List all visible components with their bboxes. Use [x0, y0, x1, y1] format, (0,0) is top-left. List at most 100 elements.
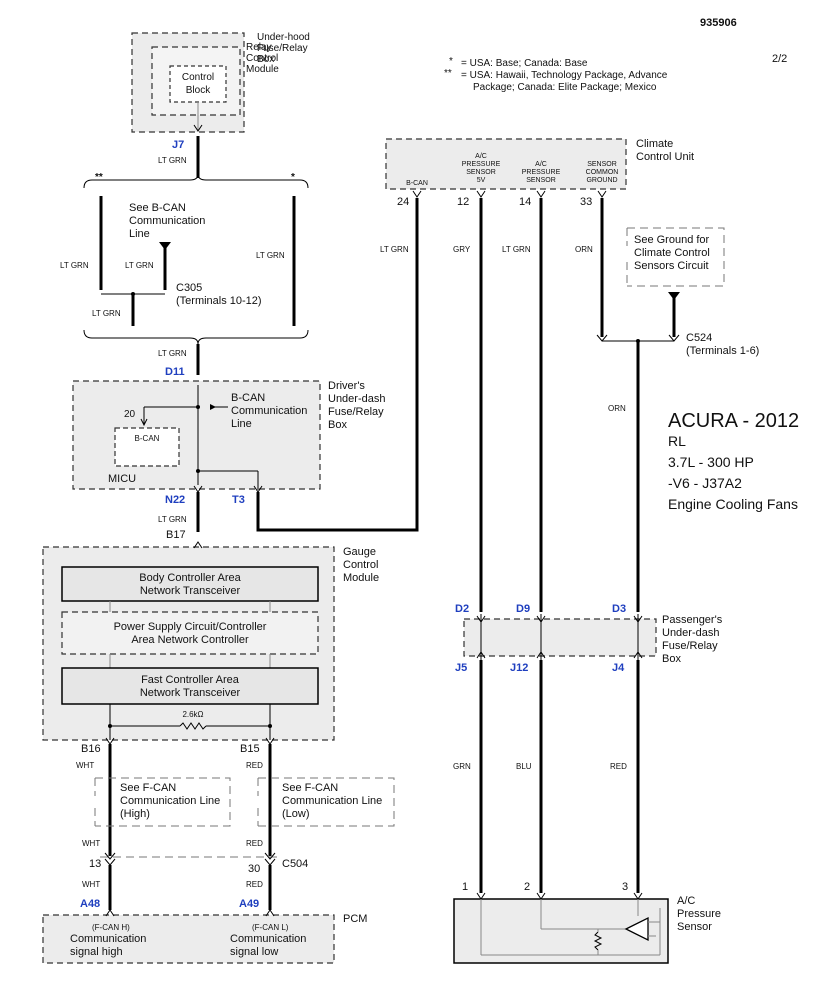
svg-text:(F-CAN H): (F-CAN H) [92, 923, 130, 932]
connector-b15: B15 [240, 743, 260, 755]
svg-text:A/C: A/C [535, 161, 547, 168]
svg-text:3: 3 [622, 881, 628, 893]
svg-text:LT GRN: LT GRN [502, 245, 531, 254]
svg-text:LT GRN: LT GRN [158, 156, 187, 165]
bcan-reference: See B-CAN [129, 202, 186, 214]
underhood-fuse-box: Control Block Relay Control Module [131, 32, 279, 133]
svg-text:Under-dash: Under-dash [328, 393, 385, 405]
power-supply-circuit [61, 611, 319, 655]
svg-text:Pressure: Pressure [677, 908, 721, 920]
legend-line-1: = USA: Base; Canada: Base [461, 58, 588, 69]
marker-double: ** [95, 172, 103, 183]
body-controller-transceiver [61, 566, 319, 602]
svg-text:Network Transceiver: Network Transceiver [140, 687, 241, 699]
resistor [179, 722, 207, 730]
svg-text:WHT: WHT [82, 880, 100, 889]
svg-text:signal low: signal low [230, 946, 278, 958]
connector-j12: J12 [510, 662, 528, 674]
svg-text:Communication Line: Communication Line [282, 795, 382, 807]
svg-text:RED: RED [246, 839, 263, 848]
svg-text:GRN: GRN [453, 762, 471, 771]
connector-n22: N22 [165, 494, 185, 506]
svg-text:Climate Control: Climate Control [634, 247, 710, 259]
connector-j7: J7 [172, 139, 184, 151]
connector-d9: D9 [516, 603, 530, 615]
svg-text:24: 24 [397, 196, 409, 208]
svg-text:(Terminals 10-12): (Terminals 10-12) [176, 295, 262, 307]
svg-text:Box: Box [662, 653, 681, 665]
svg-text:14: 14 [519, 196, 531, 208]
svg-text:LT GRN: LT GRN [158, 349, 187, 358]
page-number: 2/2 [772, 53, 787, 65]
svg-text:PRESSURE: PRESSURE [462, 161, 501, 168]
svg-text:(High): (High) [120, 808, 150, 820]
svg-text:ORN: ORN [575, 245, 593, 254]
legend-mark-double: ** [444, 68, 452, 79]
svg-text:RED: RED [610, 762, 627, 771]
svg-text:Fast Controller Area: Fast Controller Area [141, 674, 240, 686]
svg-text:Control Unit: Control Unit [636, 151, 694, 163]
svg-text:Climate: Climate [636, 138, 673, 150]
connector-d2: D2 [455, 603, 469, 615]
svg-text:RED: RED [246, 880, 263, 889]
c524-label: C524 [686, 332, 712, 344]
svg-text:Relay: Relay [246, 42, 272, 53]
legend-line-3: Package; Canada: Elite Package; Mexico [473, 82, 657, 93]
amplifier-icon [624, 916, 649, 942]
svg-text:BLU: BLU [516, 762, 532, 771]
svg-text:Sensors Circuit: Sensors Circuit [634, 260, 709, 272]
connector-j4: J4 [612, 662, 625, 674]
connector-a49: A49 [239, 898, 259, 910]
svg-text:1: 1 [462, 881, 468, 893]
svg-text:Network Transceiver: Network Transceiver [140, 585, 241, 597]
svg-text:Control: Control [182, 72, 214, 83]
doc-id: 935906 [700, 17, 737, 29]
pcm-box [42, 914, 335, 964]
svg-text:Module: Module [246, 64, 279, 75]
svg-text:Under-dash: Under-dash [662, 627, 719, 639]
resistor-value: 2.6kΩ [182, 710, 203, 719]
marker-single: * [291, 172, 295, 183]
svg-text:COMMON: COMMON [586, 169, 619, 176]
svg-text:RED: RED [246, 761, 263, 770]
svg-text:Driver's: Driver's [328, 380, 365, 392]
svg-text:Communication: Communication [70, 933, 146, 945]
svg-text:SENSOR: SENSOR [587, 161, 617, 168]
svg-text:GRY: GRY [453, 245, 471, 254]
vehicle-engine-code: -V6 - J37A2 [668, 475, 742, 491]
climate-control-unit [385, 138, 627, 190]
connector-j5: J5 [455, 662, 467, 674]
legend-mark-single: * [449, 56, 453, 67]
svg-text:Control: Control [246, 53, 278, 64]
svg-text:A/C: A/C [677, 895, 695, 907]
legend-line-2: = USA: Hawaii, Technology Package, Advan… [461, 70, 668, 81]
svg-text:Sensor: Sensor [677, 921, 712, 933]
passenger-fuse-box [463, 618, 657, 657]
svg-text:WHT: WHT [76, 761, 94, 770]
svg-text:13: 13 [89, 858, 101, 870]
svg-text:WHT: WHT [82, 839, 100, 848]
svg-text:33: 33 [580, 196, 592, 208]
svg-text:30: 30 [248, 863, 260, 875]
svg-text:A/C: A/C [475, 153, 487, 160]
svg-text:SENSOR: SENSOR [526, 177, 556, 184]
svg-text:LT GRN: LT GRN [92, 309, 121, 318]
ground-reference: See Ground for [634, 234, 710, 246]
svg-text:(Low): (Low) [282, 808, 310, 820]
svg-text:Passenger's: Passenger's [662, 614, 723, 626]
svg-text:Box: Box [257, 54, 274, 65]
svg-text:Line: Line [231, 418, 252, 430]
svg-text:(F-CAN L): (F-CAN L) [252, 923, 289, 932]
vehicle-title: ACURA - 2012 [668, 410, 799, 432]
connector-b16: B16 [81, 743, 101, 755]
svg-text:signal high: signal high [70, 946, 123, 958]
vehicle-model: RL [668, 433, 686, 449]
svg-text:12: 12 [457, 196, 469, 208]
svg-text:Block: Block [186, 85, 211, 96]
connector-d3: D3 [612, 603, 626, 615]
fcan-high-ref: See F-CAN [120, 782, 176, 794]
c504-label: C504 [282, 858, 308, 870]
connector-b17: B17 [166, 529, 186, 541]
svg-text:B-CAN: B-CAN [135, 434, 160, 443]
